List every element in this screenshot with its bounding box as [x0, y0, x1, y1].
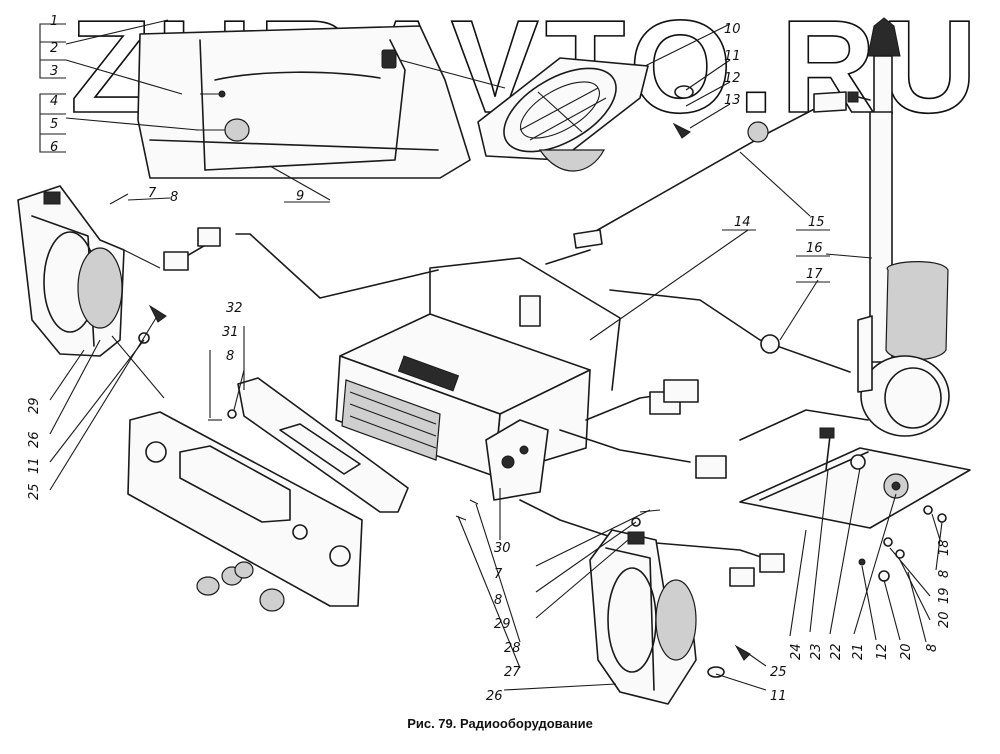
- callout-29-left: 29: [27, 397, 42, 414]
- callout-leaders: [39, 19, 943, 691]
- callout-12-bottom: 12: [875, 643, 890, 660]
- callout-2: 2: [50, 41, 58, 56]
- callout-4: 4: [50, 94, 58, 109]
- callout-26-bottom: 26: [486, 689, 503, 704]
- callout-27: 27: [504, 665, 521, 680]
- trim-frame: [237, 377, 409, 513]
- cable-nut: [747, 121, 769, 143]
- callout-16: 16: [806, 241, 823, 256]
- fasteners: [109, 85, 947, 678]
- antenna-mounting-plate: [739, 427, 971, 529]
- callout-11-left: 11: [27, 457, 42, 474]
- connector-left-2: [163, 251, 189, 271]
- callout-13: 13: [724, 93, 741, 108]
- callout-21: 21: [851, 643, 866, 660]
- connectors: [163, 91, 847, 587]
- callout-29-bottom: 29: [494, 617, 511, 632]
- connector-bottom-2: [759, 553, 785, 573]
- callout-20-top: 20: [937, 611, 952, 628]
- control-knobs: [196, 561, 285, 612]
- left-speaker: [17, 185, 161, 357]
- connector-right-2: [663, 379, 699, 403]
- callout-8-right: 8: [937, 570, 952, 578]
- callout-8-bottom: 8: [494, 593, 502, 608]
- callout-20-bottom: 20: [899, 643, 914, 660]
- callout-8-top: 8: [170, 190, 178, 205]
- callout-22: 22: [829, 643, 844, 660]
- callout-23: 23: [809, 643, 824, 660]
- callout-8-right-2: 8: [925, 644, 940, 652]
- connector-bottom-1: [729, 567, 755, 587]
- callout-25-bottom: 25: [770, 665, 787, 680]
- callout-7-bottom: 7: [494, 567, 503, 582]
- connector-left-1: [197, 227, 221, 247]
- callout-31: 31: [222, 325, 239, 340]
- callout-28: 28: [504, 641, 521, 656]
- callout-15: 15: [808, 215, 825, 230]
- cable-grommet: [760, 334, 780, 354]
- right-speaker: [589, 529, 697, 705]
- callout-1: 1: [50, 14, 58, 29]
- callout-11-top: 11: [724, 49, 741, 64]
- radio-receiver-unit: [335, 295, 591, 501]
- callout-9: 9: [296, 189, 304, 204]
- callout-labels: 1 2 3 4 5 6 7 8 9 10 11 12 13 14 15 16 1…: [27, 14, 952, 704]
- callout-24: 24: [789, 643, 804, 660]
- callout-10: 10: [724, 22, 741, 37]
- callout-5: 5: [50, 117, 58, 132]
- callout-6: 6: [50, 140, 58, 155]
- callout-17: 17: [806, 267, 823, 282]
- dashboard-panel: [127, 411, 363, 607]
- callout-12-top: 12: [724, 71, 741, 86]
- callout-3: 3: [50, 64, 58, 79]
- connector-right-3: [695, 455, 727, 479]
- car-dashboard-illustration: [137, 25, 471, 179]
- callout-11-bottom: 11: [770, 689, 787, 704]
- callout-19: 19: [937, 587, 952, 604]
- callout-7-top: 7: [148, 186, 157, 201]
- callout-8-panel: 8: [226, 349, 234, 364]
- callout-14: 14: [734, 215, 751, 230]
- callout-32: 32: [226, 301, 243, 316]
- wiring-harness: [179, 101, 869, 561]
- callout-18: 18: [937, 539, 952, 556]
- callout-25-left: 25: [27, 483, 42, 500]
- power-antenna: [847, 17, 950, 437]
- figure-caption: Рис. 79. Радиооборудование: [407, 716, 593, 731]
- callout-26-left: 26: [27, 431, 42, 448]
- car-speaker-opening: [224, 118, 250, 142]
- rear-speaker-grille: [399, 57, 649, 172]
- callout-30: 30: [494, 541, 511, 556]
